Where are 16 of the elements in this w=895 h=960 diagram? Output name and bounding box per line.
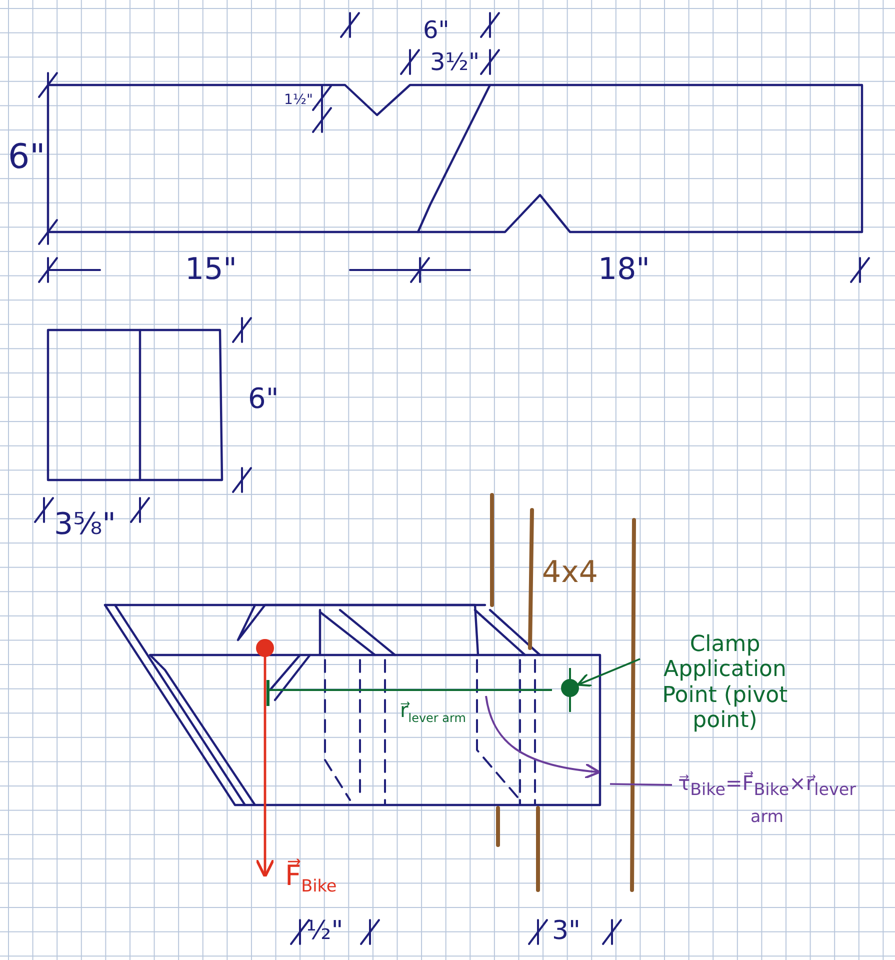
pivot-point-dot — [561, 679, 579, 697]
leader-line — [576, 658, 640, 687]
dimension-label: 6" — [423, 18, 450, 42]
dimension-label: 6" — [8, 140, 46, 174]
callout-text: Clamp Application Point (pivot point) — [640, 632, 810, 742]
lumber-label: 4x4 — [542, 558, 598, 588]
dimension-label: 1½" — [284, 93, 313, 107]
dimension-label: 3½" — [430, 50, 480, 74]
dimension-label: 3⅝" — [54, 510, 116, 540]
vector-label: r⃗$_{lever arm}$ — [400, 700, 466, 724]
dimension-label: 18" — [598, 255, 650, 285]
dimension-label: 6" — [248, 385, 279, 413]
dimension-label: 15" — [185, 255, 237, 285]
dimension-label: 3" — [552, 918, 581, 944]
leader-line — [610, 783, 672, 786]
dimension-label: ½" — [306, 918, 344, 944]
